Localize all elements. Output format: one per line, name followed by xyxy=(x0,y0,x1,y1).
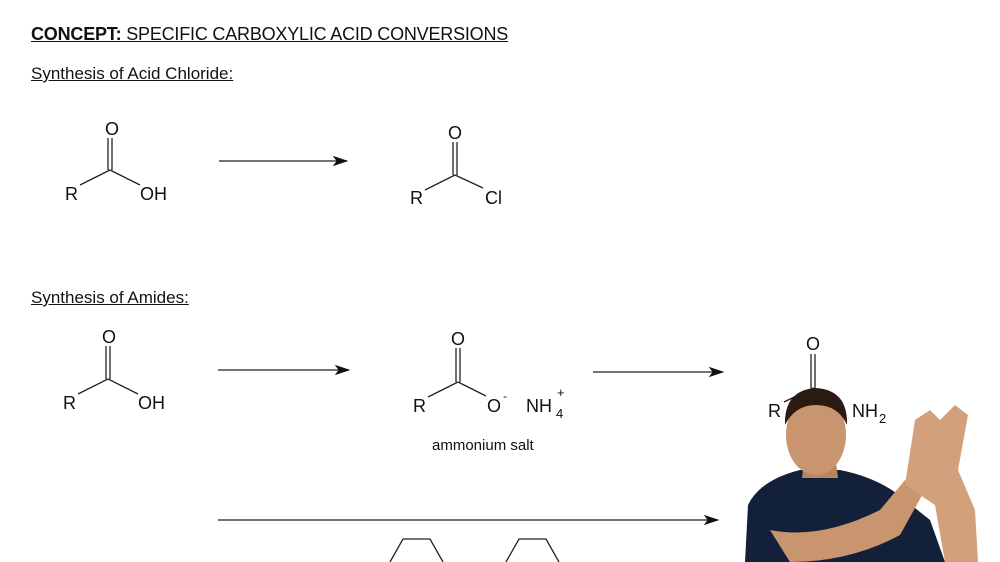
atom-O: O xyxy=(806,334,820,354)
atom-O: O xyxy=(105,119,119,139)
heading-amides: Synthesis of Amides: xyxy=(31,288,189,307)
atom-Cl: Cl xyxy=(485,188,502,208)
charge-minus: - xyxy=(503,389,507,403)
amide-label: NH 2 xyxy=(852,401,886,426)
title-rest: SPECIFIC CARBOXYLIC ACID CONVERSIONS xyxy=(121,24,509,44)
atom-O: O xyxy=(448,123,462,143)
presenter-head xyxy=(786,395,846,475)
ring-structure-2 xyxy=(505,538,560,562)
presenter-hands xyxy=(905,405,978,562)
slide-title: CONCEPT: SPECIFIC CARBOXYLIC ACID CONVER… xyxy=(31,24,508,45)
heading-acid-chloride: Synthesis of Acid Chloride: xyxy=(31,64,234,83)
subscript-4: 4 xyxy=(556,406,563,421)
ammonium-salt-caption: ammonium salt xyxy=(432,437,535,454)
atom-O: O xyxy=(451,329,465,349)
atom-O: O xyxy=(102,327,116,347)
ammonium-salt-structure xyxy=(427,348,487,398)
atom-R: R xyxy=(63,393,76,413)
ring-structure-1 xyxy=(389,538,444,562)
presenter-arm xyxy=(770,480,925,562)
amide-NH: NH xyxy=(852,401,878,421)
carboxylic-acid-structure-2 xyxy=(77,346,139,395)
atom-R: R xyxy=(413,396,426,416)
title-bold: CONCEPT: xyxy=(31,24,122,44)
atom-R: R xyxy=(65,184,78,204)
atom-OH: OH xyxy=(140,184,167,204)
ammonium-NH: NH xyxy=(526,396,552,416)
atom-OH: OH xyxy=(138,393,165,413)
atom-R: R xyxy=(410,188,423,208)
presenter-hair xyxy=(784,388,848,425)
carboxylic-acid-structure-1 xyxy=(79,138,141,186)
atom-R: R xyxy=(768,401,781,421)
subscript-2: 2 xyxy=(879,411,886,426)
presenter-video-overlay xyxy=(745,388,978,562)
atom-O-minus: O xyxy=(487,396,501,416)
charge-plus: + xyxy=(557,385,565,400)
acid-chloride-structure xyxy=(424,142,484,191)
